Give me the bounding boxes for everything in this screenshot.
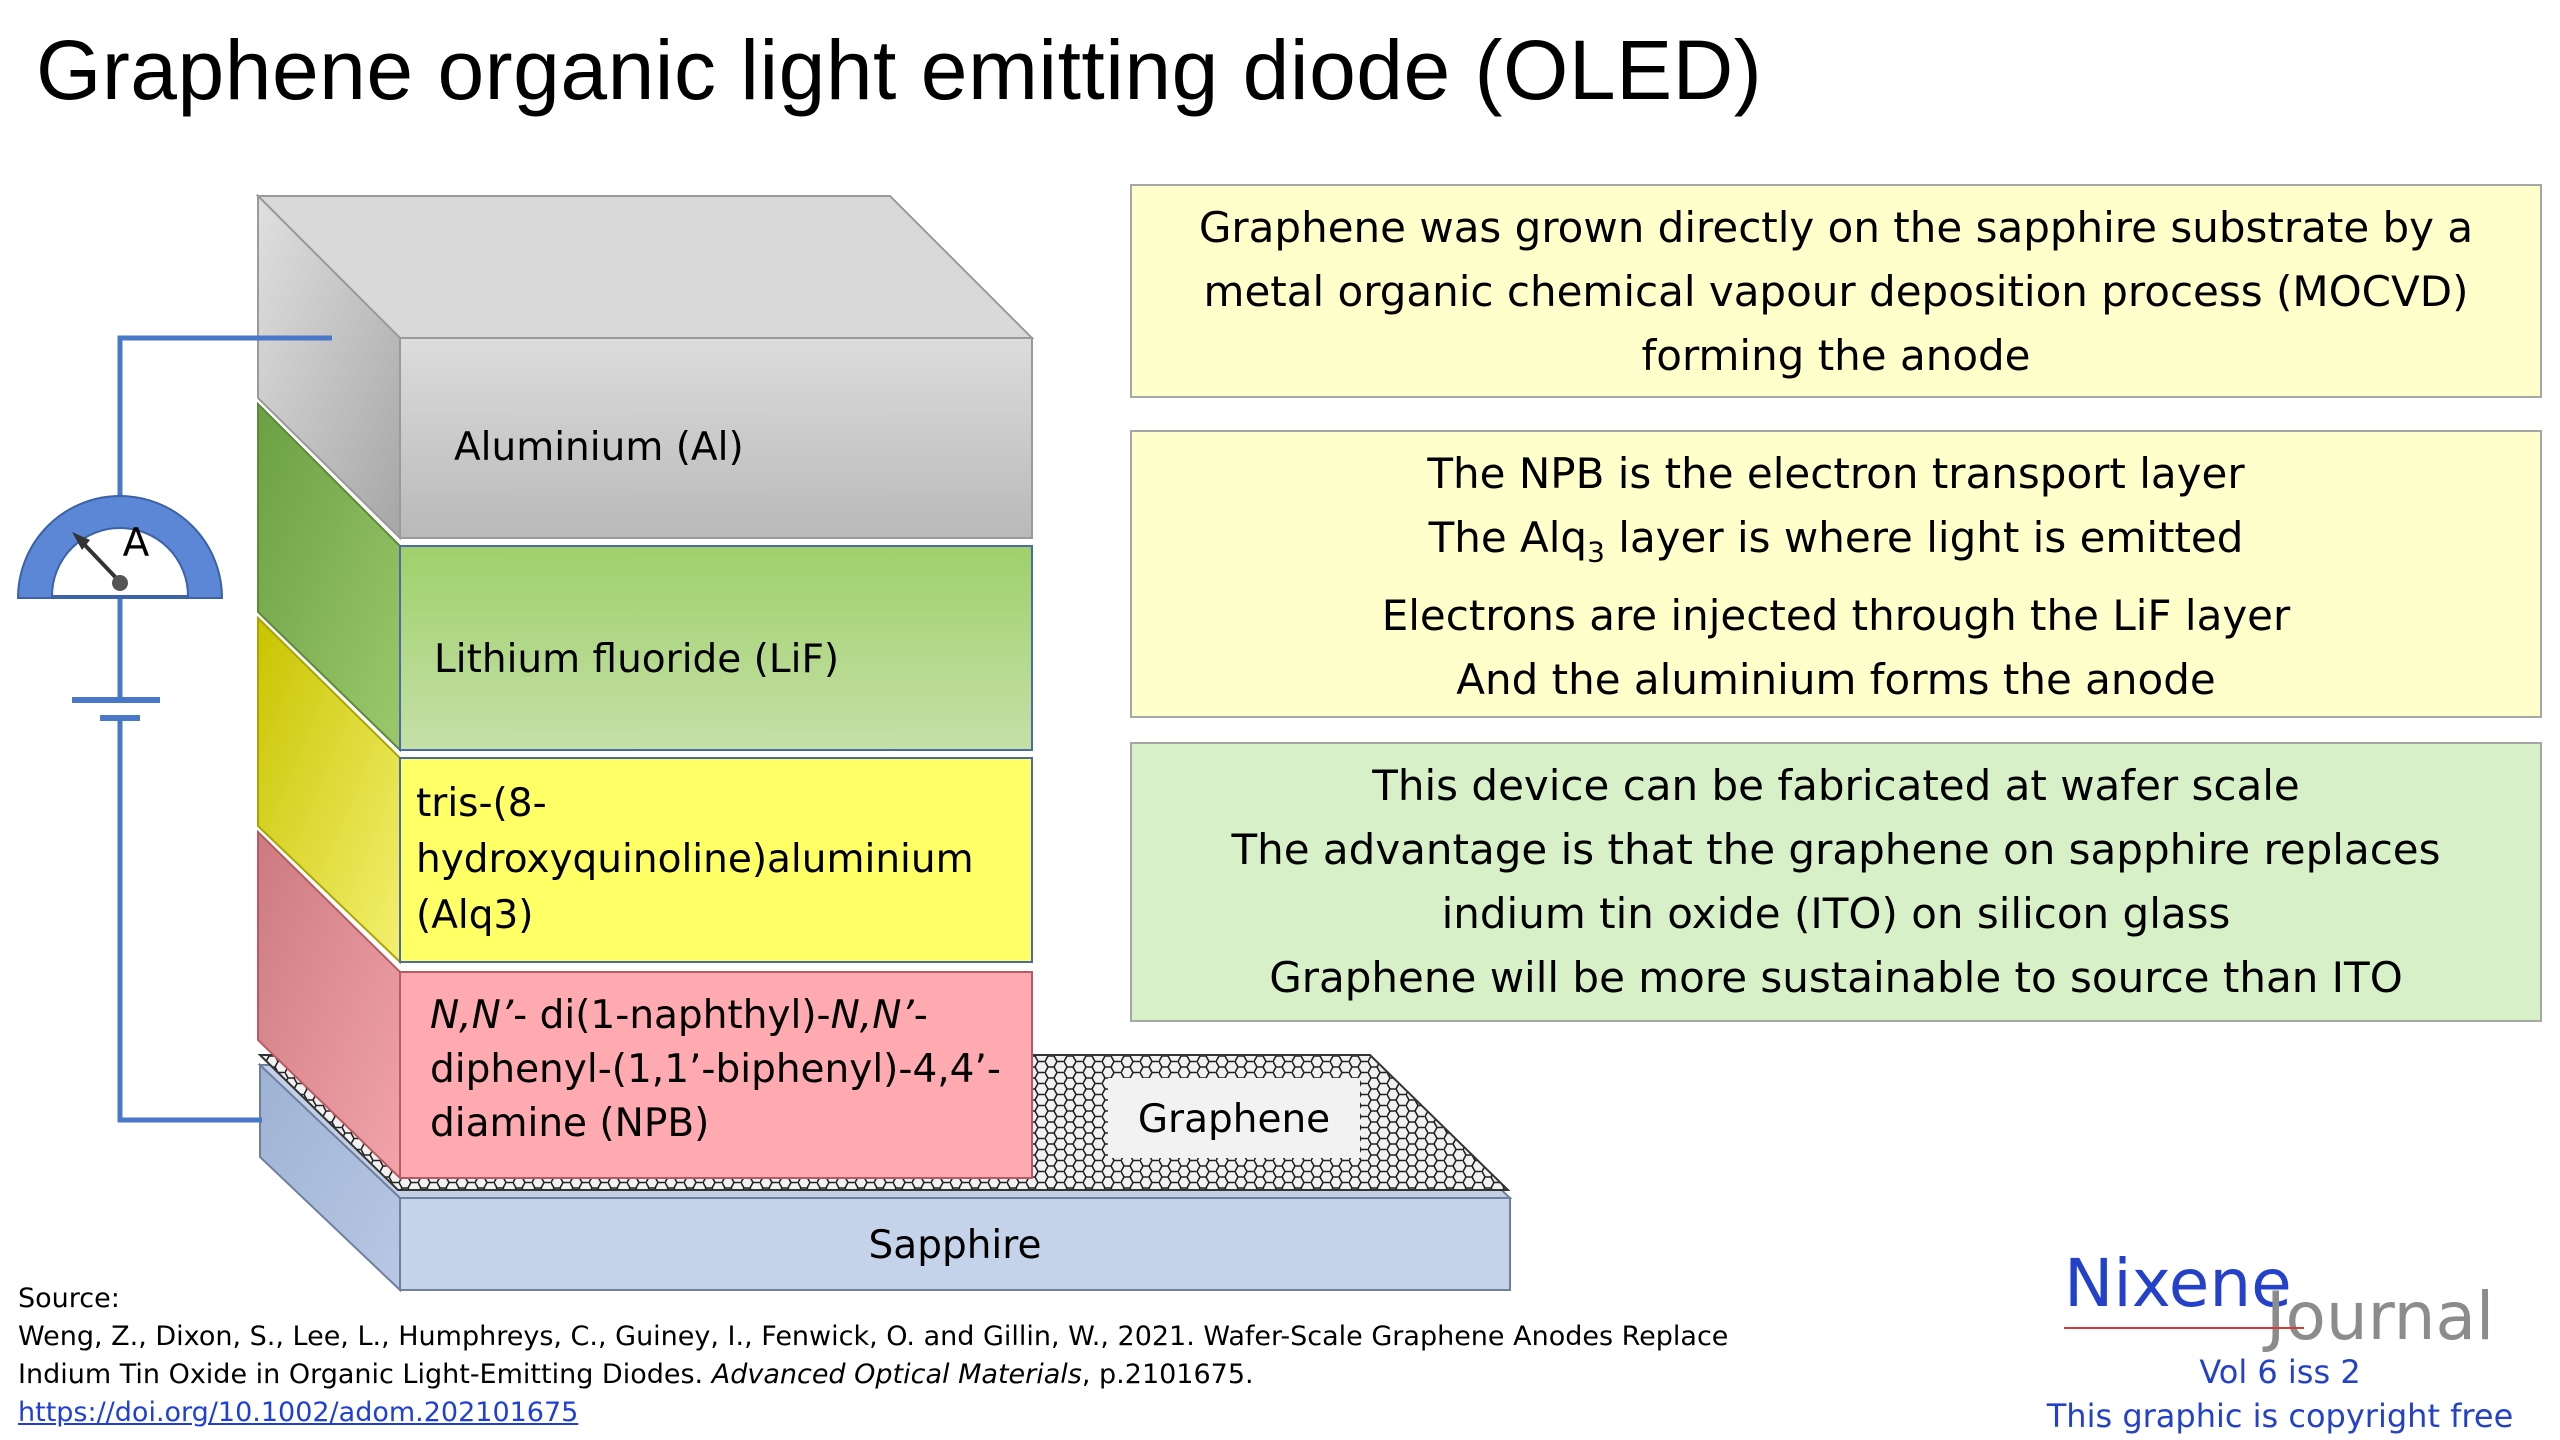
circuit-wire <box>117 335 332 1123</box>
info-box-advantages: This device can be fabricated at wafer s… <box>1130 742 2542 1022</box>
info-box-layers-line-3: Electrons are injected through the LiF l… <box>1381 591 2291 641</box>
info-box-advantages-line-2: The advantage is that the graphene on sa… <box>1231 825 2441 874</box>
aluminium-layer: Aluminium (Al) <box>255 193 1035 541</box>
info-box-layers-line-4: And the aluminium forms the anode <box>1456 655 2216 705</box>
battery-icon <box>72 697 160 721</box>
brand-name-nixene: Nixene <box>2064 1245 2292 1322</box>
info-box-layers-line-1: The NPB is the electron transport layer <box>1427 449 2245 498</box>
source-reference: Weng, Z., Dixon, S., Lee, L., Humphreys,… <box>18 1321 1729 1390</box>
lif-label: Lithium fluoride (LiF) <box>434 637 839 682</box>
alq3-label-line-2: hydroxyquinoline)aluminium <box>416 837 974 882</box>
alq3-label-line-3: (Alq3) <box>416 893 534 938</box>
aluminium-label: Aluminium (Al) <box>454 425 744 470</box>
source-citation: Source: Weng, Z., Dixon, S., Lee, L., Hu… <box>18 1280 1798 1432</box>
brand-underline <box>2064 1327 2304 1329</box>
info-box-layers-line-2: The Alq3 layer is where light is emitted <box>1428 513 2244 569</box>
ammeter-label: A <box>123 521 150 566</box>
info-box-layers: The NPB is the electron transport layer … <box>1130 430 2542 718</box>
info-box-growth-line-2: metal organic chemical vapour deposition… <box>1203 267 2469 316</box>
alq3-label-line-1: tris-(8- <box>416 781 547 826</box>
lif-layer: Lithium fluoride (LiF) <box>257 401 1033 753</box>
page-title: Graphene organic light emitting diode (O… <box>36 23 1763 117</box>
ammeter-icon: A <box>16 495 224 599</box>
brand-copyright: This graphic is copyright free <box>2046 1397 2514 1435</box>
source-heading: Source: <box>18 1283 120 1314</box>
npb-label-line-3: diamine (NPB) <box>430 1101 709 1146</box>
nixene-journal-logo: Nixene Journal Vol 6 iss 2 This graphic … <box>2040 1245 2540 1435</box>
npb-layer: N,N’- di(1-naphthyl)-N,N’- diphenyl-(1,1… <box>257 829 1033 1181</box>
info-box-growth-line-3: forming the anode <box>1641 331 2031 380</box>
brand-volume: Vol 6 iss 2 <box>2199 1353 2361 1391</box>
info-box-advantages-line-1: This device can be fabricated at wafer s… <box>1372 761 2300 810</box>
sapphire-label: Sapphire <box>869 1223 1042 1268</box>
npb-label-line-2: diphenyl-(1,1’-biphenyl)-4,4’- <box>430 1047 1001 1092</box>
info-box-growth-line-1: Graphene was grown directly on the sapph… <box>1198 203 2474 252</box>
info-box-advantages-line-3: indium tin oxide (ITO) on silicon glass <box>1441 889 2231 938</box>
info-box-advantages-line-4: Graphene will be more sustainable to sou… <box>1269 953 2403 1002</box>
alq3-layer: tris-(8- hydroxyquinoline)aluminium (Alq… <box>257 615 1033 965</box>
info-box-growth: Graphene was grown directly on the sapph… <box>1130 184 2542 398</box>
source-doi-link[interactable]: https://doi.org/10.1002/adom.202101675 <box>18 1397 579 1428</box>
brand-name-journal: Journal <box>2266 1278 2495 1355</box>
graphene-label: Graphene <box>1138 1097 1330 1142</box>
npb-label-line-1: N,N’- di(1-naphthyl)-N,N’- <box>430 993 928 1038</box>
